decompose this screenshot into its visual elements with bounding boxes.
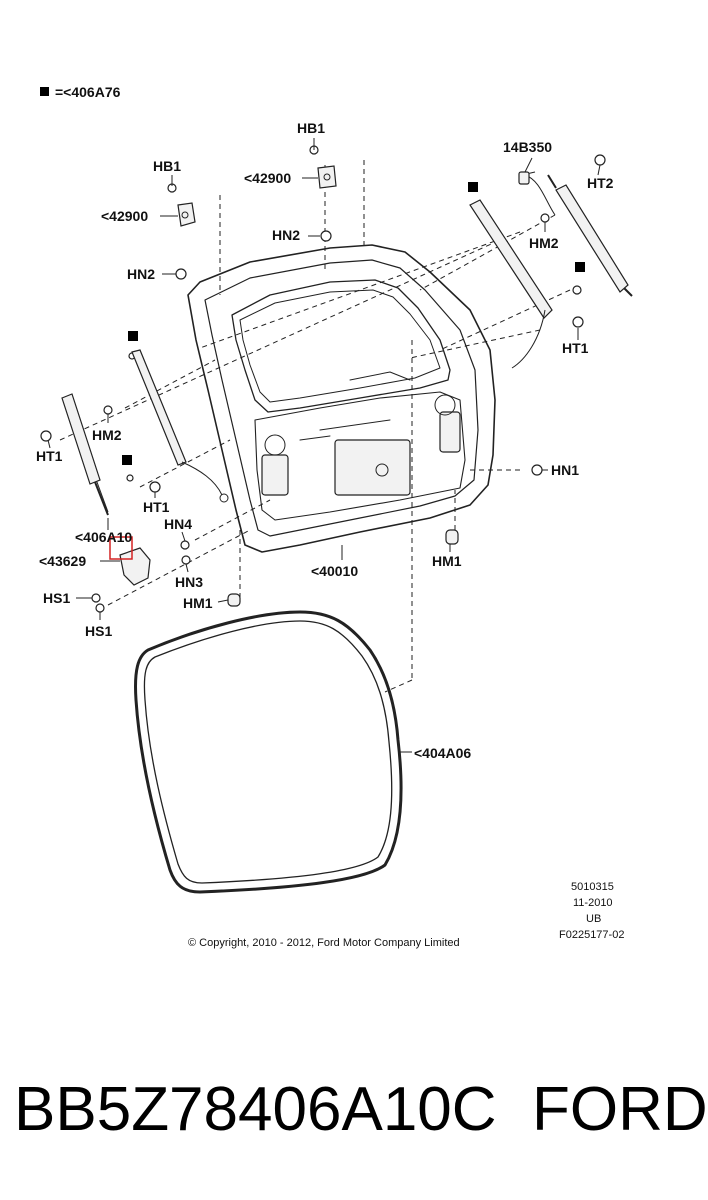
- callout-40010: <40010: [311, 563, 358, 579]
- callout-42900-top: <42900: [244, 170, 291, 186]
- callout-404a06: <404A06: [414, 745, 471, 761]
- weatherstrip-seal: [134, 610, 403, 894]
- callout-ht1-left: HT1: [36, 448, 63, 464]
- callout-hn3: HN3: [175, 574, 203, 590]
- legend-square-icon: [40, 87, 49, 96]
- callout-42900-left: <42900: [101, 208, 148, 224]
- callout-43629: <43629: [39, 553, 86, 569]
- callout-hm2-right: HM2: [529, 235, 559, 251]
- callout-hm1-left: HM1: [183, 595, 213, 611]
- latch-bracket: [119, 547, 151, 586]
- callout-hn2-left: HN2: [127, 266, 155, 282]
- callout-hn2-top: HN2: [272, 227, 300, 243]
- highlight-box: [109, 536, 133, 560]
- meta-region: UB: [586, 913, 601, 925]
- callout-ht1-mid: HT1: [143, 499, 170, 515]
- callout-hm2-left: HM2: [92, 427, 122, 443]
- callout-hn4: HN4: [164, 516, 192, 532]
- footer-part-number: BB5Z78406A10C: [14, 1075, 497, 1144]
- callout-hb1-left: HB1: [153, 158, 181, 174]
- copyright-text: © Copyright, 2010 - 2012, Ford Motor Com…: [188, 937, 460, 949]
- hinge-left: [177, 202, 196, 227]
- callout-hs1-a: HS1: [43, 590, 70, 606]
- liftgate-panel: [187, 244, 496, 553]
- footer-brand: FORD: [532, 1075, 708, 1144]
- callout-hn1: HN1: [551, 462, 579, 478]
- leader-lines: [47, 138, 601, 753]
- gas-strut-left: [61, 393, 109, 516]
- callout-ht2: HT2: [587, 175, 614, 191]
- trim-strip-left: [131, 349, 229, 503]
- legend-markers: [122, 182, 585, 465]
- callout-14b350: 14B350: [503, 139, 552, 155]
- callout-hb1-top: HB1: [297, 120, 325, 136]
- meta-ref: F0225177-02: [559, 929, 624, 941]
- meta-date: 11-2010: [573, 897, 613, 909]
- callout-hm1-right: HM1: [432, 553, 462, 569]
- hinge-top: [317, 165, 337, 189]
- trim-strip-right: [469, 199, 553, 319]
- rubber-bumpers: [227, 529, 459, 607]
- callout-hs1-b: HS1: [85, 623, 112, 639]
- callout-406a10: <406A10: [75, 529, 132, 545]
- callout-ht1-right: HT1: [562, 340, 589, 356]
- meta-code: 5010315: [571, 881, 614, 893]
- gas-strut-right: [547, 174, 633, 297]
- legend-text: =<406A76: [55, 84, 121, 100]
